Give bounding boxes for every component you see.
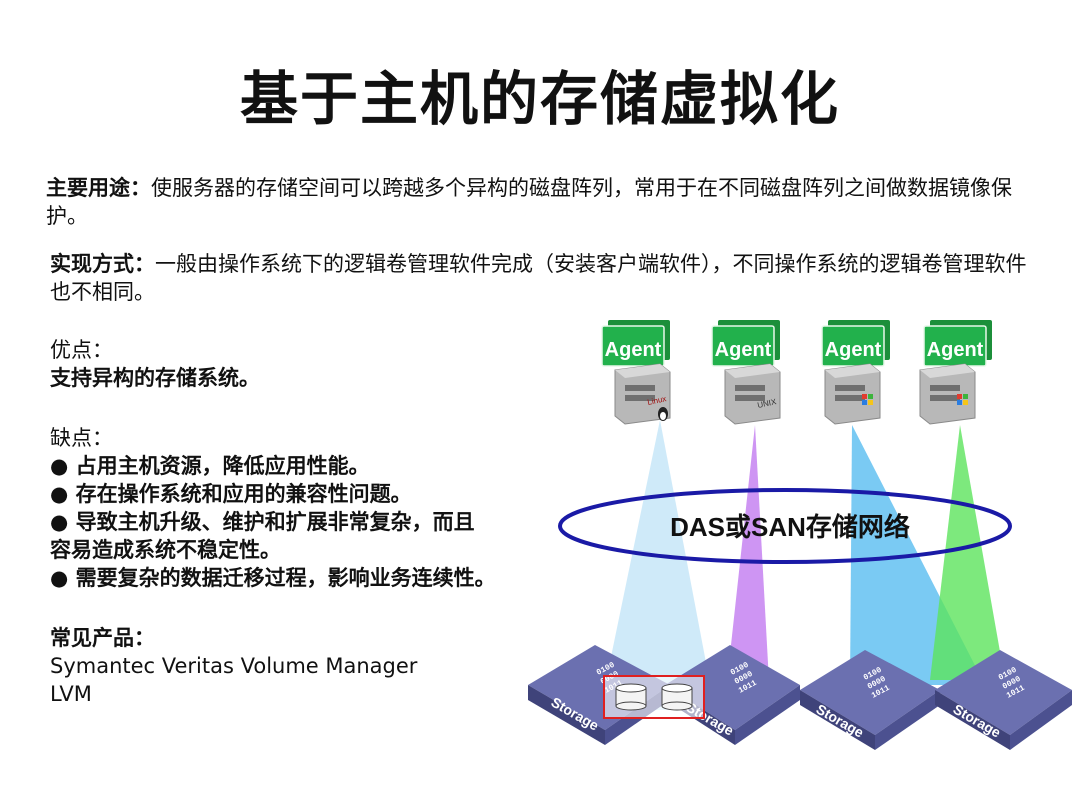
usage-paragraph: 主要用途：使服务器的存储空间可以跨越多个异构的磁盘阵列，常用于在不同磁盘阵列之间… [46, 174, 1036, 230]
usage-label: 主要用途： [46, 176, 151, 200]
disadvantage-item: ● 导致主机升级、维护和扩展非常复杂，而且 [50, 510, 475, 534]
host-unix: Agent UNIX [711, 320, 781, 425]
host-os-label: UNIX [757, 397, 778, 410]
disadvantage-item: ● 需要复杂的数据迁移过程，影响业务连续性。 [50, 566, 496, 590]
host-windows: Agent [821, 320, 890, 425]
advantages-section: 优点： 支持异构的存储系统。 [50, 336, 260, 392]
windows-logo-icon [957, 394, 968, 405]
disk-icon [615, 683, 647, 711]
implementation-paragraph: 实现方式：一般由操作系统下的逻辑卷管理软件完成（安装客户端软件），不同操作系统的… [50, 250, 1040, 306]
usage-text: 使服务器的存储空间可以跨越多个异构的磁盘阵列，常用于在不同磁盘阵列之间做数据镜像… [46, 176, 1012, 228]
implementation-label: 实现方式： [50, 252, 155, 276]
agent-label: Agent [715, 339, 772, 361]
disadvantage-item: ● 存在操作系统和应用的兼容性问题。 [50, 482, 412, 506]
product-item: Symantec Veritas Volume Manager [50, 654, 418, 678]
agent-label: Agent [927, 339, 984, 361]
agent-label: Agent [825, 339, 882, 361]
storage-unit: Storage 0100 0000 1011 [935, 650, 1072, 750]
host-windows-2: Agent [919, 320, 992, 425]
windows-logo-icon [862, 394, 873, 405]
network-ellipse [558, 488, 1012, 564]
green-beam [930, 425, 1005, 680]
products-section: 常见产品： Symantec Veritas Volume Manager LV… [50, 624, 417, 708]
disadvantages-section: 缺点： ● 占用主机资源，降低应用性能。 ● 存在操作系统和应用的兼容性问题。 … [50, 424, 496, 592]
disadvantages-label: 缺点： [50, 426, 113, 450]
storage-virtualization-diagram: DAS或SAN存储网络 Agent Linux Agent UNIX Agent [528, 320, 1072, 750]
agent-label: Agent [605, 339, 662, 361]
advantages-text: 支持异构的存储系统。 [50, 366, 260, 390]
product-item: LVM [50, 682, 92, 706]
page-title: 基于主机的存储虚拟化 [239, 65, 840, 133]
network-label: DAS或SAN存储网络 [670, 512, 910, 542]
host-os-label: Linux [647, 394, 668, 407]
storage-unit: Storage 0100 0000 1011 [800, 650, 940, 750]
implementation-text: 一般由操作系统下的逻辑卷管理软件完成（安装客户端软件），不同操作系统的逻辑卷管理… [50, 252, 1027, 304]
disadvantage-item: ● 占用主机资源，降低应用性能。 [50, 454, 370, 478]
products-label: 常见产品： [50, 626, 155, 650]
disk-icon [661, 683, 693, 711]
host-linux: Agent Linux [601, 320, 671, 425]
disadvantage-item: 容易造成系统不稳定性。 [50, 538, 281, 562]
advantages-label: 优点： [50, 338, 113, 362]
light-blue-beam [600, 420, 715, 710]
